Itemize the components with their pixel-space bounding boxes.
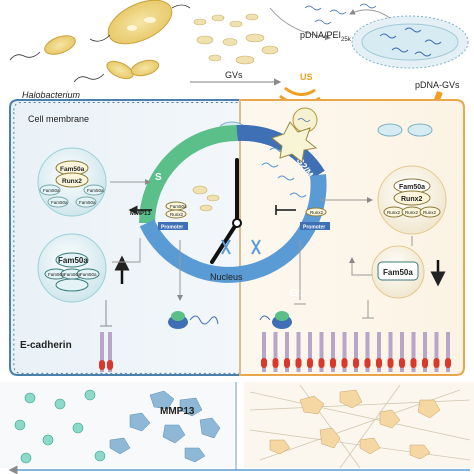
right-complex-fam50a: Fam50a	[399, 184, 425, 191]
ecadherin-receptor-tip	[353, 358, 359, 368]
ecadherin-receptor	[411, 332, 416, 372]
nucleus-label: Nucleus	[210, 272, 243, 282]
mmp13-ecm-label: MMP13	[160, 406, 195, 417]
ecadherin-receptor-tip	[341, 358, 348, 368]
pdna-pei-label: pDNA/PEI	[300, 30, 341, 40]
ecadherin-receptor-tip	[261, 358, 267, 368]
ecadherin-receptor-tip	[295, 358, 302, 368]
ecadherin-receptor-tip	[433, 358, 440, 368]
ecadherin-receptor	[262, 332, 266, 372]
gvs-label: GVs	[225, 70, 243, 80]
pdna-complexes	[304, 3, 377, 25]
left-stack-0: Fam50a	[48, 272, 65, 277]
left-small-1: Fam50a	[87, 188, 104, 193]
pdna-gv-arrow	[349, 9, 391, 19]
left-ecadherin	[99, 300, 113, 372]
ecadherin-receptor	[342, 332, 347, 372]
halobacterium-group	[9, 0, 191, 83]
left-small-0: Fam50a	[43, 188, 60, 193]
ecadherin-receptor-tip	[272, 358, 279, 368]
ecadherin-receptor-tip	[399, 358, 405, 368]
ecadherin-receptor	[285, 332, 289, 372]
right-promoter-runx2: Runx2	[310, 210, 324, 215]
ecadherin-receptor	[423, 332, 427, 372]
right-fam50a-down	[371, 245, 425, 299]
us-label: US	[300, 72, 313, 82]
s-phase-label: S	[155, 172, 162, 183]
right-small-1: Runx2	[405, 210, 419, 215]
ecm-left	[0, 382, 234, 468]
ecadherin-receptor-tip	[318, 358, 325, 368]
gv-inside	[192, 185, 220, 212]
ecadherin-receptor	[400, 332, 404, 372]
pdna-gvs-label: pDNA-GVs	[415, 80, 460, 90]
ecadherin-receptor-tip	[445, 358, 451, 368]
pathway-arrows	[110, 179, 413, 319]
membrane-burst-icon	[270, 121, 318, 163]
gv-particles	[193, 13, 279, 65]
right-ecadherin-row	[261, 332, 451, 372]
ecadherin-receptor	[354, 332, 358, 372]
ecm-right	[244, 382, 474, 469]
ecadherin-label: E-cadherin	[20, 340, 72, 351]
right-small-2: Runx2	[423, 210, 437, 215]
left-fam50a-up	[37, 233, 107, 303]
bottom-arrow	[8, 382, 470, 474]
ribosome-icons	[168, 311, 292, 329]
right-promoter-label: Promoter	[303, 225, 325, 231]
ecadherin-receptor-tip	[387, 358, 394, 368]
ecadherin-receptor-tip	[284, 358, 290, 368]
g1-phase-label: G1	[290, 288, 304, 299]
left-complex-runx2: Runx2	[62, 178, 82, 185]
left-small-3: Fam50a	[79, 200, 96, 205]
ecadherin-receptor-tip	[376, 358, 382, 368]
right-fam50a-label: Fam50a	[383, 268, 413, 277]
svg-text:pDNA/PEI25k: pDNA/PEI25k	[300, 30, 352, 43]
left-stack-1: Fam50a	[64, 272, 81, 277]
s-phase-arc	[139, 125, 238, 224]
left-complex-fam50a: Fam50a	[60, 166, 85, 173]
left-small-2: Fam50a	[51, 200, 68, 205]
left-stack-2: Fam50a	[80, 272, 97, 277]
ecadherin-receptor	[331, 332, 335, 372]
left-promoter-runx2: Runx2	[170, 212, 184, 217]
cell-membrane-label: Cell membrane	[28, 114, 89, 124]
chromosome-icons	[221, 147, 307, 255]
ecadherin-receptor	[365, 332, 370, 372]
ecadherin-receptor-tip	[410, 358, 417, 368]
ecadherin-receptor	[434, 332, 439, 372]
ecadherin-receptor	[319, 332, 324, 372]
ecadherin-receptor	[446, 332, 450, 372]
left-promoter-group	[128, 201, 188, 230]
ecadherin-receptor	[296, 332, 301, 372]
ecadherin-receptor	[273, 332, 278, 372]
ecadherin-receptor-tip	[364, 358, 371, 368]
left-complex	[37, 147, 107, 217]
halobacterium-label: Halobacterium	[22, 90, 81, 100]
pdna-pei-subscript: 25k	[341, 37, 352, 43]
pdna-arrow	[269, 7, 331, 41]
ecadherin-receptor-tip	[422, 358, 428, 368]
ecadherin-receptor	[388, 332, 393, 372]
right-small-0: Runx2	[387, 210, 401, 215]
ecadherin-receptor-tip	[307, 358, 313, 368]
left-promoter-fam50a: Fam50a	[170, 204, 187, 209]
ecadherin-receptor-tip	[330, 358, 336, 368]
right-complex-runx2: Runx2	[401, 196, 423, 203]
pdna-gv-large	[351, 15, 469, 69]
ecadherin-receptor	[377, 332, 381, 372]
left-fam50a-label: Fam50a	[58, 256, 88, 265]
right-complex	[377, 165, 447, 235]
ecadherin-receptor	[308, 332, 312, 372]
right-promoter-group	[275, 205, 330, 230]
left-mmp13: MMP13	[130, 211, 151, 217]
left-promoter-label: Promoter	[161, 225, 183, 231]
